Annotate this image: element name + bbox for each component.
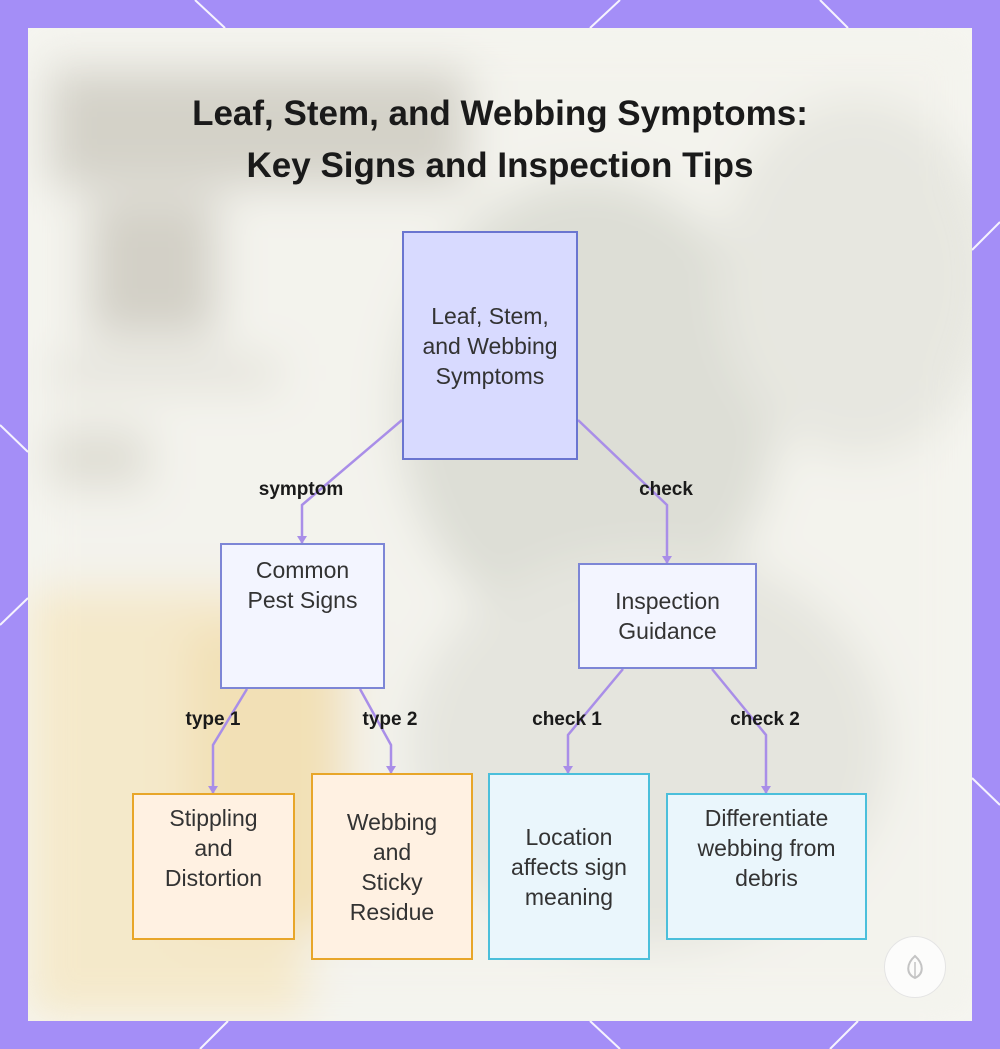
node-common-pest-signs: Common Pest Signs <box>220 543 385 689</box>
edge-label-check: check <box>639 479 693 500</box>
edge-label-type2: type 2 <box>362 709 418 730</box>
node-stippling-label: Stippling and Distortion <box>164 805 263 891</box>
arrowhead-symptom <box>297 536 307 544</box>
leaf-logo-icon <box>884 936 946 998</box>
node-common-pest-signs-label: Common Pest Signs <box>247 557 358 613</box>
edge-label-check2: check 2 <box>730 709 800 730</box>
edge-type1 <box>211 688 249 793</box>
edge-type2 <box>358 688 393 773</box>
edge-check1 <box>566 668 624 773</box>
node-inspection-guidance: Inspection Guidance <box>578 563 757 669</box>
edge-check <box>577 419 669 563</box>
node-webbing: Webbing and Sticky Residue <box>311 773 473 960</box>
node-location: Location affects sign meaning <box>488 773 650 960</box>
node-webbing-label: Webbing and Sticky Residue <box>346 808 438 925</box>
edge-label-type1: type 1 <box>185 709 241 730</box>
leaf-logo-glyph <box>907 954 923 980</box>
arrowhead-type2 <box>386 766 396 774</box>
edge-symptom <box>300 419 403 543</box>
title-line-2: Key Signs and Inspection Tips <box>246 146 754 185</box>
arrowhead-check <box>662 556 672 564</box>
node-root: Leaf, Stem, and Webbing Symptoms <box>402 231 578 460</box>
page-title: Leaf, Stem, and Webbing Symptoms: Key Si… <box>28 88 972 192</box>
arrowhead-check1 <box>563 766 573 774</box>
edge-check2 <box>711 668 768 793</box>
arrowhead-check2 <box>761 786 771 794</box>
node-differentiate-label: Differentiate webbing from debris <box>697 805 836 891</box>
node-root-label: Leaf, Stem, and Webbing Symptoms <box>422 302 558 389</box>
edge-label-symptom: symptom <box>258 479 344 500</box>
node-differentiate: Differentiate webbing from debris <box>666 793 867 940</box>
node-stippling: Stippling and Distortion <box>132 793 295 940</box>
edge-label-check1: check 1 <box>532 709 602 730</box>
title-line-1: Leaf, Stem, and Webbing Symptoms: <box>192 94 808 133</box>
node-location-label: Location affects sign meaning <box>511 823 627 910</box>
arrowhead-type1 <box>208 786 218 794</box>
node-inspection-guidance-label: Inspection Guidance <box>615 588 720 644</box>
